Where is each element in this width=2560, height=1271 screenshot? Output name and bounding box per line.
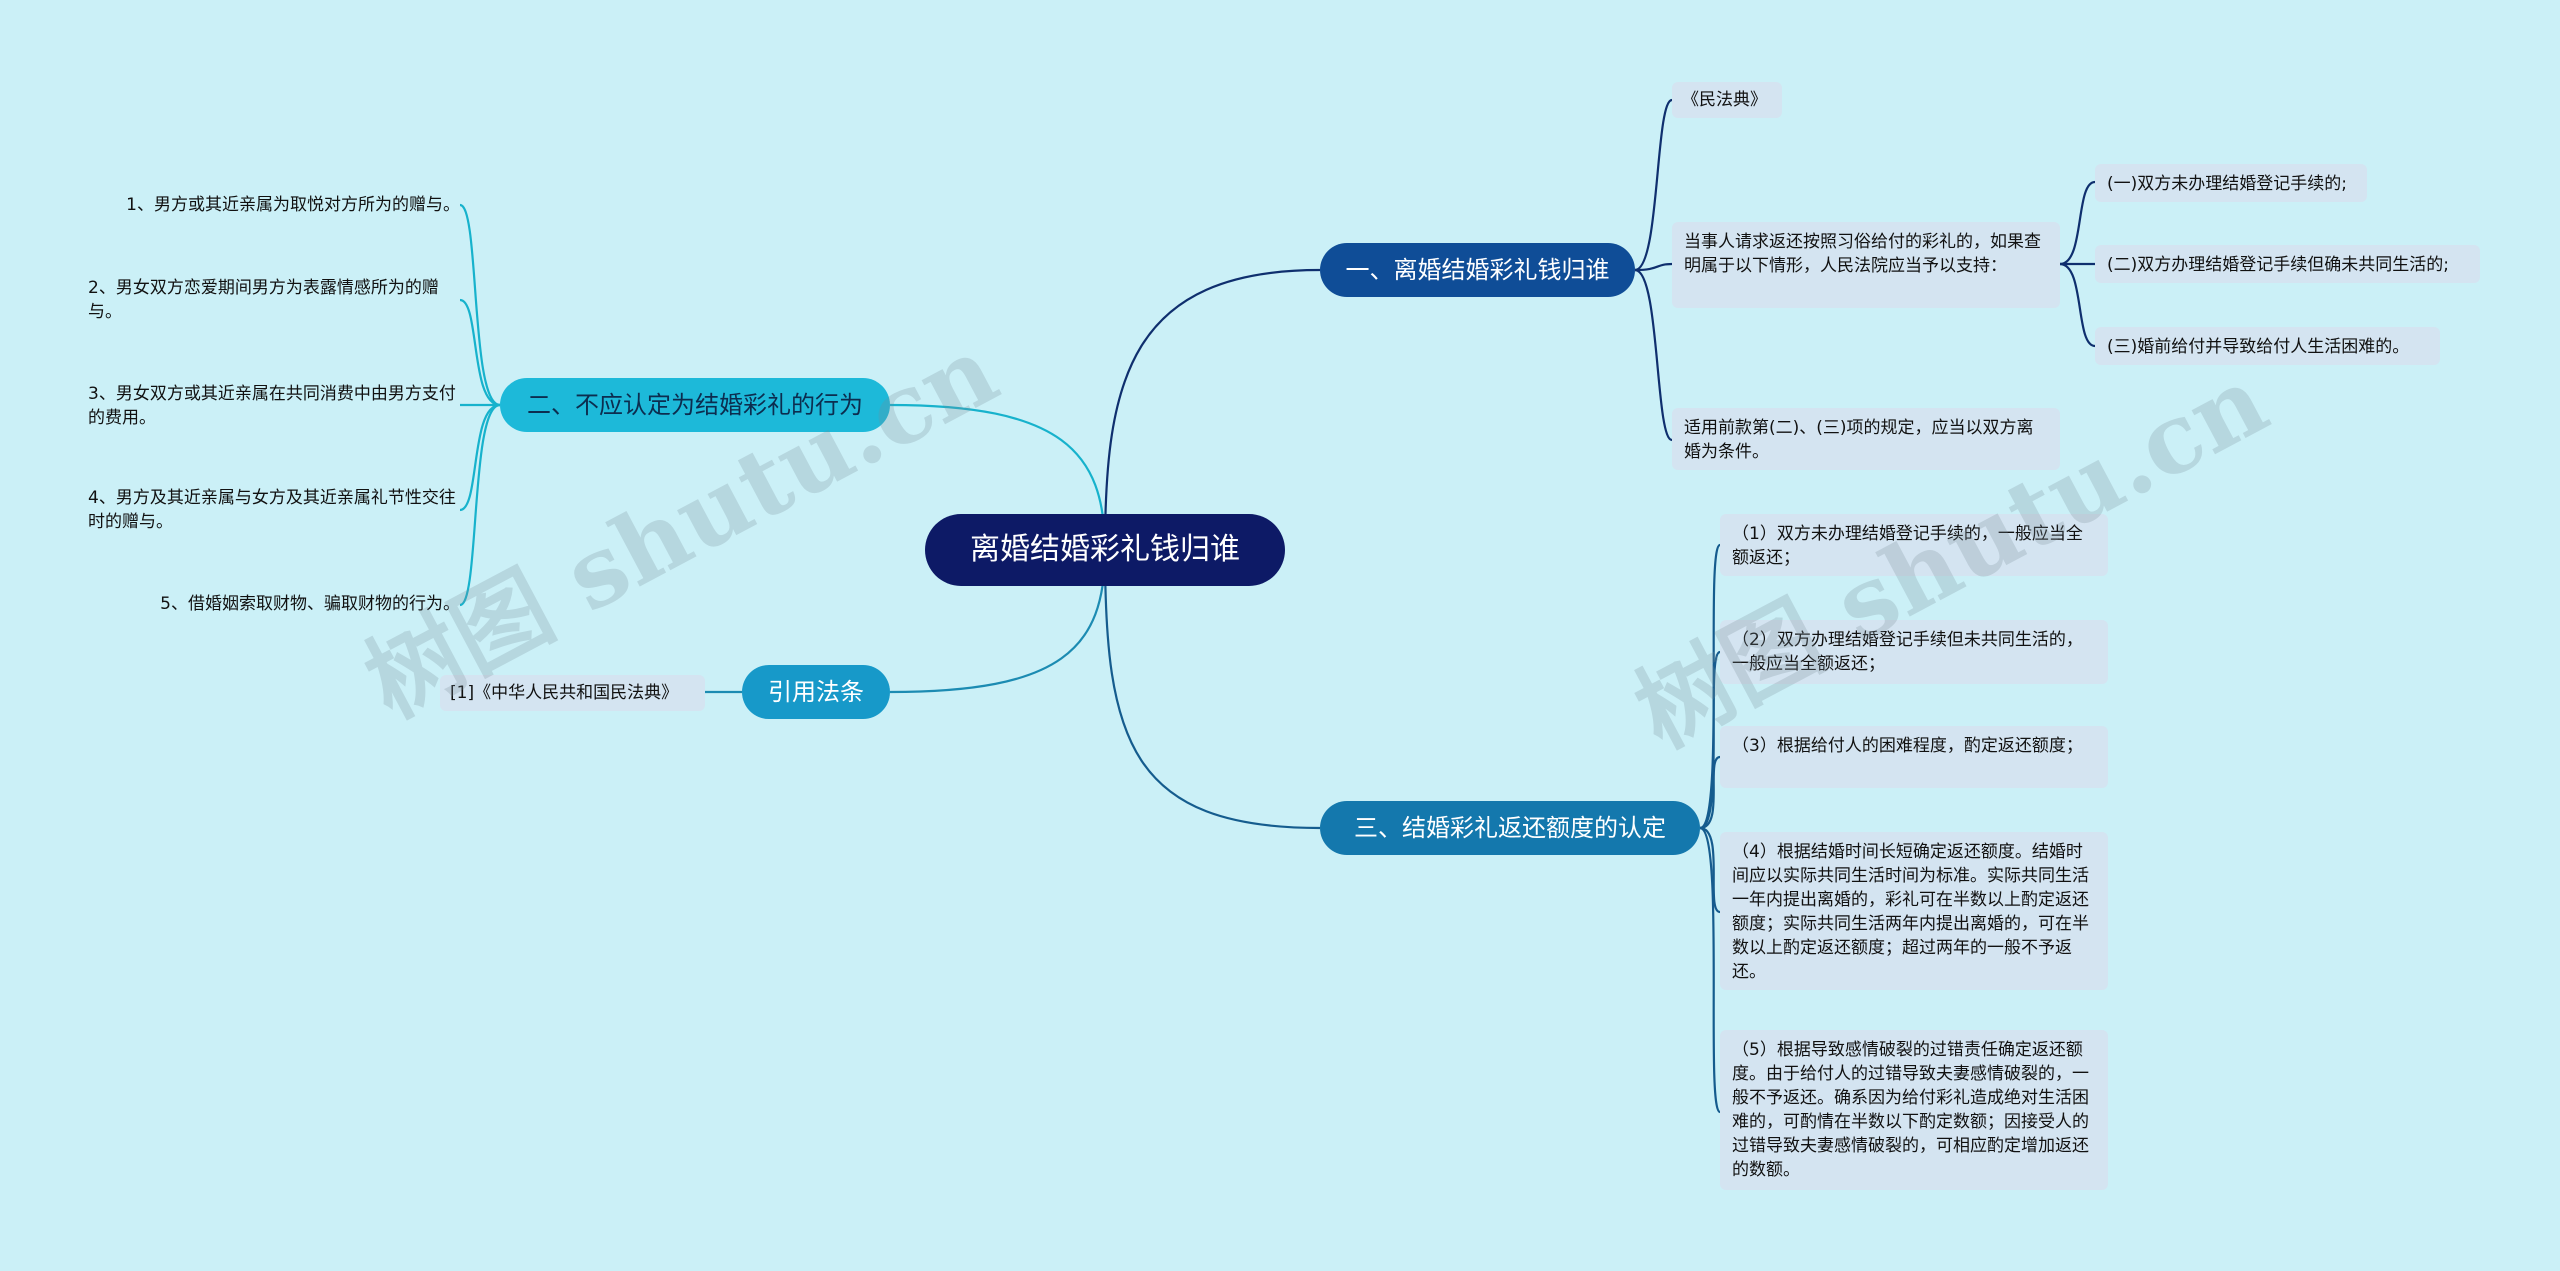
branch-3-item-5[interactable]: （5）根据导致感情破裂的过错责任确定返还额度。由于给付人的过错导致夫妻感情破裂的… — [1720, 1030, 2108, 1190]
branch-3-item-3[interactable]: （3）根据给付人的困难程度，酌定返还额度； — [1720, 726, 2108, 788]
branch-1-item-1[interactable]: 《民法典》 — [1672, 82, 1782, 118]
branch-3-item-1[interactable]: （1）双方未办理结婚登记手续的，一般应当全额返还； — [1720, 514, 2108, 576]
branch-1-sub-3[interactable]: (三)婚前给付并导致给付人生活困难的。 — [2095, 327, 2440, 365]
branch-3-item-4[interactable]: （4）根据结婚时间长短确定返还额度。结婚时间应以实际共同生活时间为标准。实际共同… — [1720, 832, 2108, 990]
branch-2-item-5[interactable]: 5、借婚姻索取财物、骗取财物的行为。 — [160, 594, 460, 614]
branch-1-item-2[interactable]: 当事人请求返还按照习俗给付的彩礼的，如果查明属于以下情形，人民法院应当予以支持： — [1672, 222, 2060, 308]
branch-2-item-1[interactable]: 1、男方或其近亲属为取悦对方所为的赠与。 — [126, 195, 460, 215]
branch-2-item-4[interactable]: 4、男方及其近亲属与女方及其近亲属礼节性交往时的赠与。 — [88, 488, 456, 532]
branch-4-item-1[interactable]: [1]《中华人民共和国民法典》 — [440, 675, 705, 711]
branch-1-sub-1[interactable]: (一)双方未办理结婚登记手续的; — [2095, 164, 2367, 202]
branch-2-item-3[interactable]: 3、男女双方或其近亲属在共同消费中由男方支付的费用。 — [88, 384, 456, 428]
branch-3-topic[interactable]: 三、结婚彩礼返还额度的认定 — [1320, 801, 1700, 855]
branch-3-item-2[interactable]: （2）双方办理结婚登记手续但未共同生活的，一般应当全额返还； — [1720, 620, 2108, 684]
branch-2-topic[interactable]: 二、不应认定为结婚彩礼的行为 — [500, 378, 890, 432]
branch-4-topic[interactable]: 引用法条 — [742, 665, 890, 719]
branch-1-topic[interactable]: 一、离婚结婚彩礼钱归谁 — [1320, 243, 1635, 297]
branch-1-sub-2[interactable]: (二)双方办理结婚登记手续但确未共同生活的; — [2095, 245, 2480, 283]
central-topic[interactable]: 离婚结婚彩礼钱归谁 — [925, 514, 1285, 586]
branch-1-item-3[interactable]: 适用前款第(二)、(三)项的规定，应当以双方离婚为条件。 — [1672, 408, 2060, 470]
branch-2-item-2[interactable]: 2、男女双方恋爱期间男方为表露情感所为的赠与。 — [88, 278, 439, 322]
